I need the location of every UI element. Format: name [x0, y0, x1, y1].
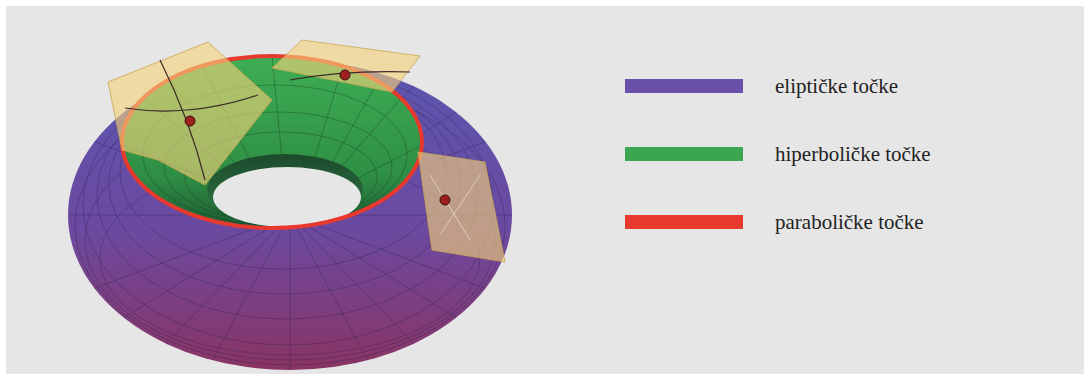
legend-swatch [625, 215, 743, 229]
legend-text: paraboličke točke [775, 207, 924, 237]
legend-swatch [625, 147, 743, 161]
legend-swatch [625, 79, 743, 93]
legend-text: eliptičke točke [775, 71, 898, 101]
tangent-planes [108, 40, 505, 262]
legend-text: hiperboličke točke [775, 139, 931, 169]
